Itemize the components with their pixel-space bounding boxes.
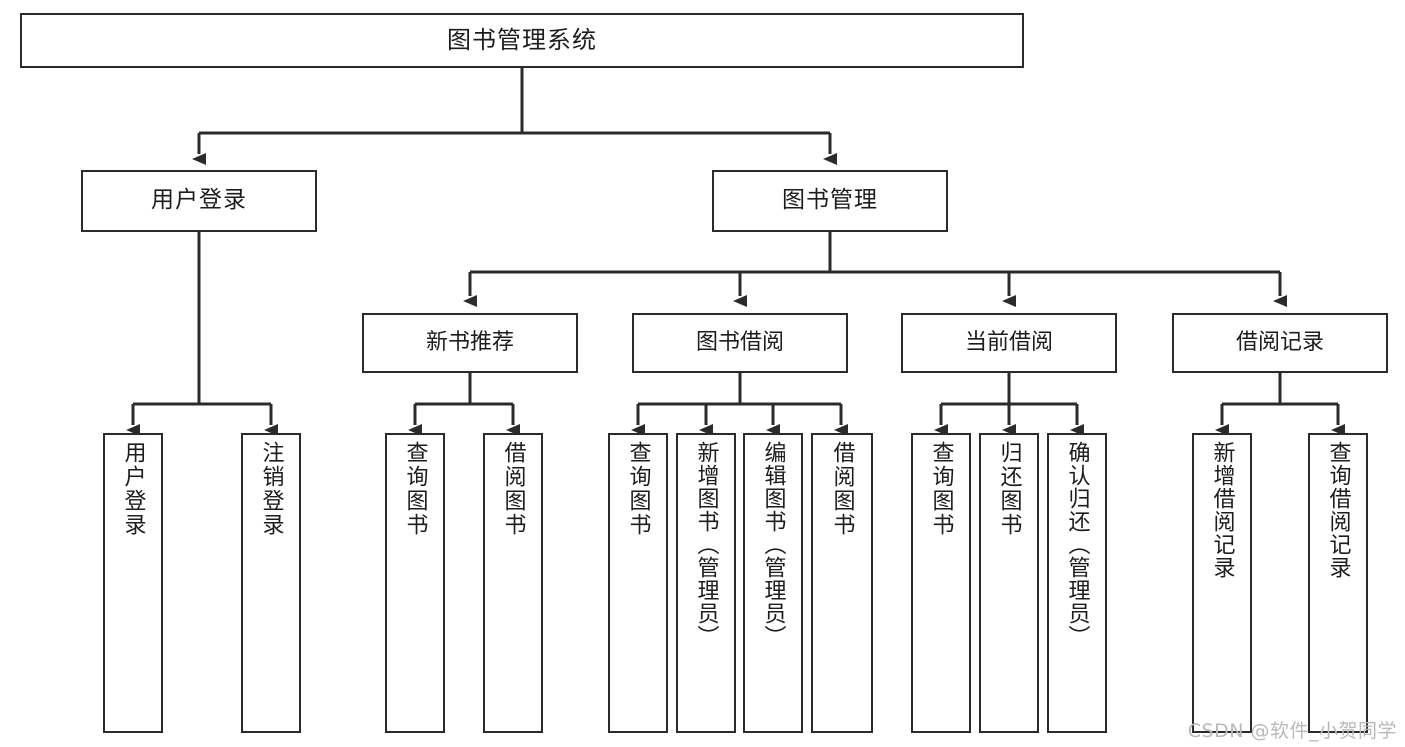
watermark-text: CSDN @软件_小贺同学 <box>1187 720 1397 742</box>
leaf-logout[interactable]: 注销登录 <box>241 433 301 733</box>
node-label: 用户登录 <box>120 441 146 537</box>
node-label: 查询图书 <box>928 441 954 537</box>
leaf-query-book-current[interactable]: 查询图书 <box>911 433 971 733</box>
node-current-borrow[interactable]: 当前借阅 <box>901 313 1117 373</box>
node-label: 查询图书 <box>402 441 428 537</box>
node-label: 查询图书 <box>625 441 651 537</box>
node-label: 查询借阅记录 <box>1325 441 1351 579</box>
node-label: 图书管理 <box>782 187 878 214</box>
leaf-add-book[interactable]: 新增图书（管理员） <box>676 433 736 733</box>
leaf-add-borrow-record[interactable]: 新增借阅记录 <box>1192 433 1252 733</box>
node-borrow-record[interactable]: 借阅记录 <box>1172 313 1388 373</box>
node-label: 借阅记录 <box>1235 330 1324 356</box>
leaf-return-book[interactable]: 归还图书 <box>979 433 1039 733</box>
node-label: 借阅图书 <box>500 441 526 537</box>
node-root-system[interactable]: 图书管理系统 <box>20 13 1024 68</box>
leaf-query-book-recommend[interactable]: 查询图书 <box>385 433 445 733</box>
node-label: 用户登录 <box>151 187 247 214</box>
node-label: 图书借阅 <box>695 330 784 356</box>
node-label: 注销登录 <box>258 441 284 537</box>
leaf-borrow-book-recommend[interactable]: 借阅图书 <box>483 433 543 733</box>
leaf-borrow-book[interactable]: 借阅图书 <box>811 433 873 733</box>
node-label: 归还图书 <box>996 441 1022 537</box>
node-label: 当前借阅 <box>964 330 1053 356</box>
leaf-user-login[interactable]: 用户登录 <box>103 433 163 733</box>
node-label: 确认归还（管理员） <box>1064 441 1090 648</box>
node-book-borrow[interactable]: 图书借阅 <box>632 313 848 373</box>
leaf-edit-book[interactable]: 编辑图书（管理员） <box>743 433 803 733</box>
leaf-query-book-borrow[interactable]: 查询图书 <box>608 433 668 733</box>
leaf-confirm-return[interactable]: 确认归还（管理员） <box>1047 433 1107 733</box>
node-label: 新增借阅记录 <box>1209 441 1235 579</box>
node-book-manage[interactable]: 图书管理 <box>712 170 948 232</box>
node-label: 新书推荐 <box>425 330 514 356</box>
node-new-book-recommend[interactable]: 新书推荐 <box>362 313 578 373</box>
node-label: 新增图书（管理员） <box>693 441 719 648</box>
node-label: 图书管理系统 <box>447 26 597 55</box>
node-user-login[interactable]: 用户登录 <box>81 170 317 232</box>
leaf-query-borrow-record[interactable]: 查询借阅记录 <box>1308 433 1368 733</box>
node-label: 编辑图书（管理员） <box>760 441 786 648</box>
node-label: 借阅图书 <box>829 441 855 537</box>
